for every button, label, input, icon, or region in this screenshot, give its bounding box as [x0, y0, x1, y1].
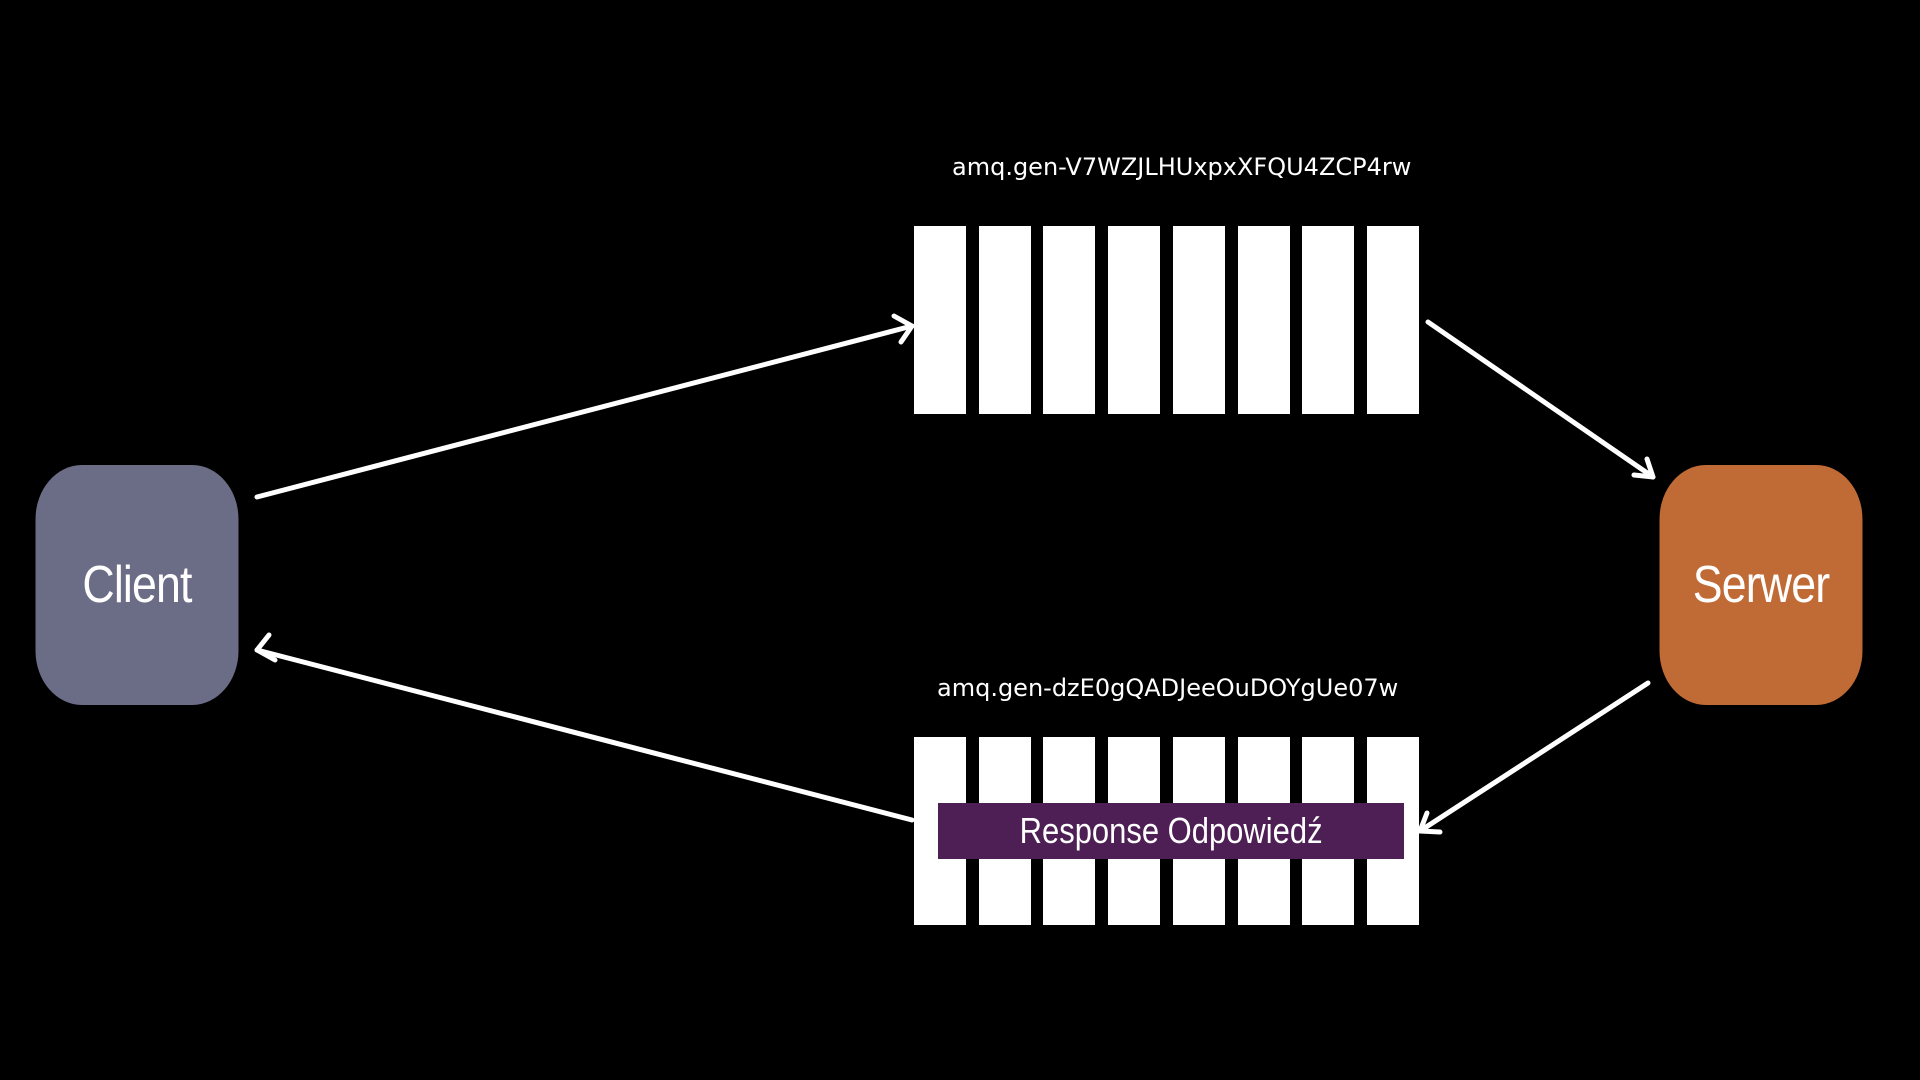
request-queue-slot	[1043, 226, 1095, 414]
arrow-client-to-request-queue	[254, 313, 915, 500]
server-label: Serwer	[1692, 556, 1830, 614]
request-queue-name: amq.gen-V7WZJLHUxpxXFQU4ZCP4rw	[952, 153, 1412, 181]
request-queue-slot	[1108, 226, 1160, 414]
server-node: Serwer	[1659, 465, 1863, 705]
client-node: Client	[35, 465, 239, 705]
client-label: Client	[82, 556, 192, 614]
arrow-response-queue-to-client	[254, 632, 915, 823]
request-queue-slot	[1173, 226, 1225, 414]
request-queue-slot	[1367, 226, 1419, 414]
arrow-request-queue-to-server	[1425, 319, 1656, 480]
response-message-label: Response Odpowiedź	[1019, 810, 1323, 851]
arrow-server-to-response-queue	[1417, 680, 1651, 835]
request-queue-slot	[1302, 226, 1354, 414]
request-queue-slot	[979, 226, 1031, 414]
request-queue-slot	[914, 226, 966, 414]
request-queue-slot	[1238, 226, 1290, 414]
response-queue-name: amq.gen-dzE0gQADJeeOuDOYgUe07w	[937, 674, 1399, 702]
response-message: Response Odpowiedź	[938, 803, 1404, 859]
request-queue	[914, 226, 1419, 414]
